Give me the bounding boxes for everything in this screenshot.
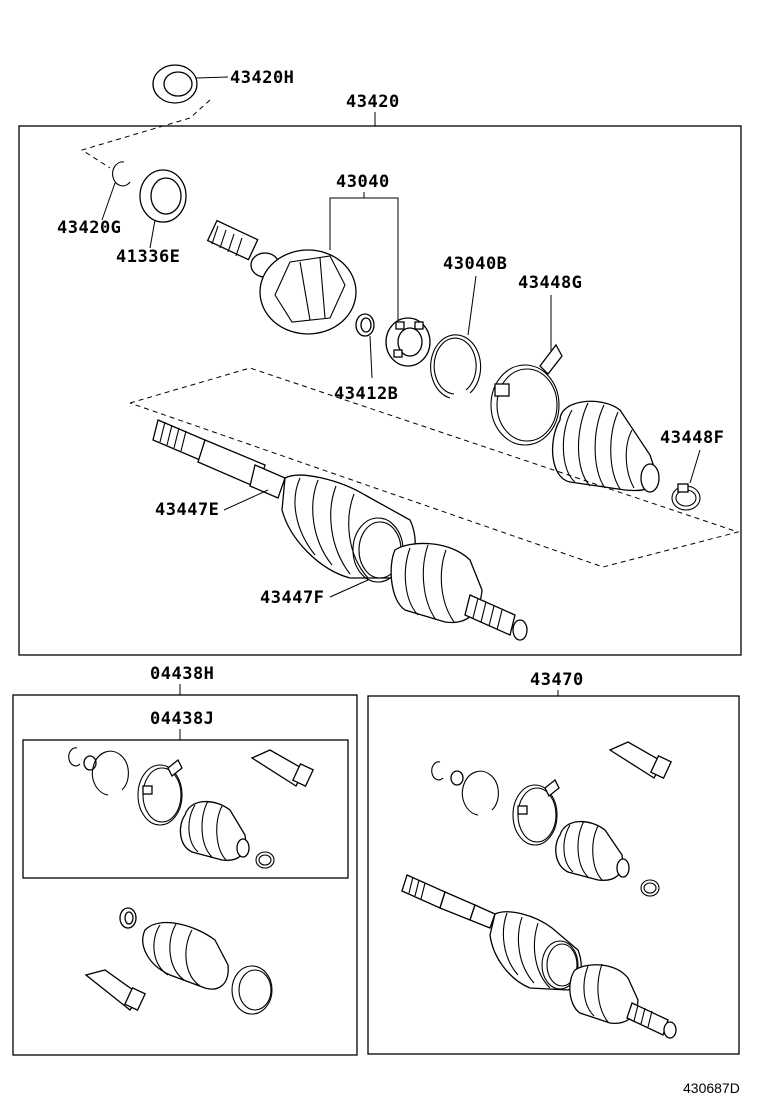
boot-icon[interactable]	[179, 800, 250, 861]
boot-clamp-icon[interactable]	[490, 343, 563, 446]
label-43420H[interactable]: 43420H	[230, 68, 294, 88]
seal-icon[interactable]	[139, 169, 187, 249]
drive-shaft-icon[interactable]	[401, 874, 677, 1039]
snap-ring-icon[interactable]	[68, 747, 97, 771]
snap-ring-icon[interactable]	[101, 161, 131, 221]
label-04438J[interactable]: 04438J	[150, 709, 214, 729]
label-43040B[interactable]: 43040B	[443, 254, 507, 274]
label-43470[interactable]: 43470	[530, 670, 584, 690]
boot-clamp-icon[interactable]	[255, 851, 275, 869]
snap-ring-icon[interactable]	[431, 761, 464, 786]
snap-ring-icon[interactable]	[355, 313, 375, 337]
label-43412B[interactable]: 43412B	[334, 384, 398, 404]
label-04438H[interactable]: 04438H	[150, 664, 214, 684]
snap-ring-icon[interactable]	[91, 750, 129, 796]
diagram-code: 430687D	[683, 1080, 740, 1096]
boot-icon[interactable]	[555, 820, 630, 881]
frame-04438J	[22, 739, 349, 879]
boot-clamp-icon[interactable]	[671, 483, 701, 511]
snap-ring-icon[interactable]	[119, 907, 137, 929]
boot-clamp-icon[interactable]	[640, 879, 660, 897]
seal-icon[interactable]	[152, 64, 229, 104]
label-43447E[interactable]: 43447E	[155, 500, 219, 520]
boot-icon[interactable]	[142, 922, 229, 990]
frame-04438H	[12, 694, 358, 1056]
frame-43470	[367, 695, 740, 1055]
grease-tube-icon[interactable]	[250, 749, 315, 787]
seal-icon[interactable]	[231, 965, 273, 1015]
frame-43420	[18, 125, 742, 656]
grease-tube-icon[interactable]	[608, 741, 673, 779]
grease-tube-icon[interactable]	[84, 969, 147, 1011]
label-43420G[interactable]: 43420G	[57, 218, 121, 238]
bearing-cage-icon[interactable]	[385, 317, 431, 367]
outboard-joint-icon[interactable]	[206, 219, 357, 335]
snap-ring-icon[interactable]	[430, 334, 482, 399]
boot-icon[interactable]	[551, 400, 660, 493]
label-43448G[interactable]: 43448G	[518, 273, 582, 293]
boot-clamp-icon[interactable]	[137, 758, 183, 826]
label-41336E[interactable]: 41336E	[116, 247, 180, 267]
drive-shaft-icon[interactable]	[152, 419, 528, 641]
label-43447F[interactable]: 43447F	[260, 588, 324, 608]
snap-ring-icon[interactable]	[461, 770, 499, 816]
boot-clamp-icon[interactable]	[512, 778, 560, 846]
label-43448F[interactable]: 43448F	[660, 428, 724, 448]
label-43420[interactable]: 43420	[346, 92, 400, 112]
label-43040[interactable]: 43040	[336, 172, 390, 192]
